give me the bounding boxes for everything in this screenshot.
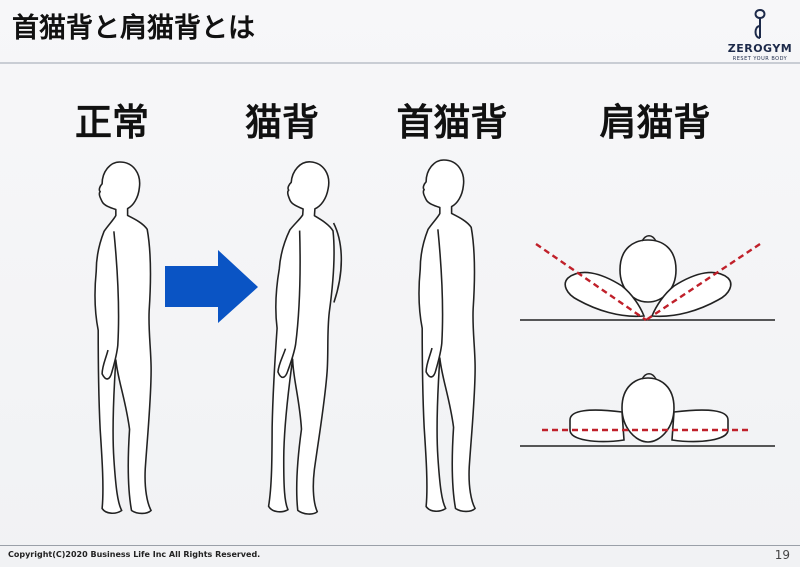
- copyright-text: Copyright(C)2020 Business Life Inc All R…: [8, 550, 261, 559]
- figure-normal: [94, 161, 152, 515]
- right-arrow-icon: [165, 250, 258, 323]
- shoulder-diagram-rounded: [520, 235, 775, 321]
- shoulder-diagram-straight: [520, 373, 775, 447]
- logo-mark-icon: [754, 8, 766, 39]
- logo-name: ZEROGYM: [727, 42, 793, 55]
- figure-nekoze: [260, 159, 343, 516]
- label-normal: 正常: [75, 101, 149, 144]
- page-title: 首猫背と肩猫背とは: [12, 13, 255, 44]
- figure-kubi-nekoze: [418, 159, 476, 513]
- label-nekoze: 猫背: [245, 101, 319, 144]
- label-kubi-nekoze: 首猫背: [396, 101, 508, 144]
- logo-tagline: RESET YOUR BODY: [732, 56, 788, 62]
- label-kata-nekoze: 肩猫背: [599, 101, 711, 144]
- zerogym-logo: ZEROGYM RESET YOUR BODY: [724, 8, 796, 62]
- header-divider: [0, 62, 800, 64]
- footer-divider: [0, 545, 800, 546]
- page-number: 19: [774, 548, 790, 562]
